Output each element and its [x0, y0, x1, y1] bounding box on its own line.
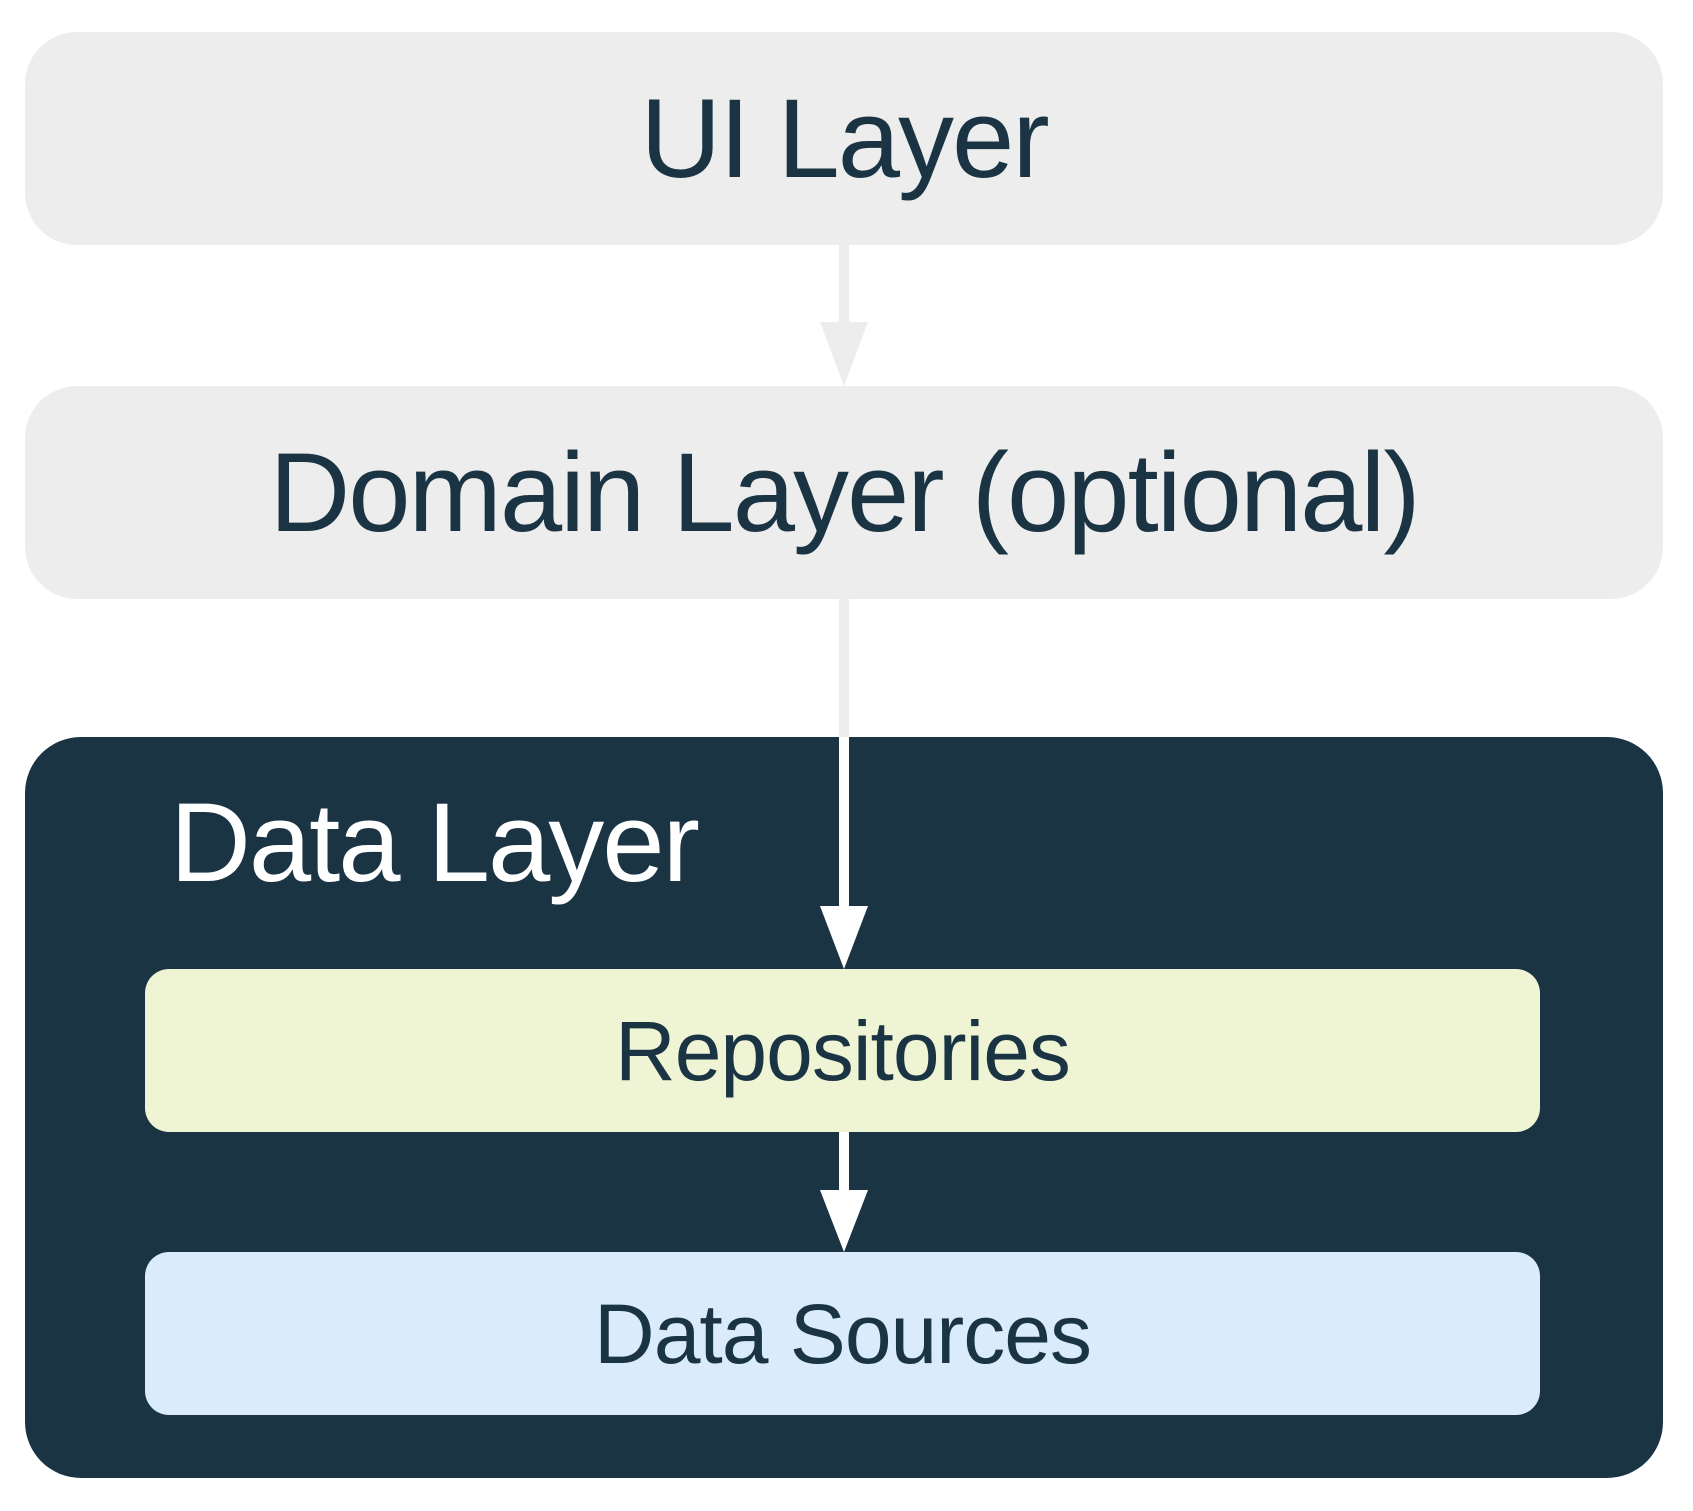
data-sources-box: Data Sources [145, 1252, 1540, 1415]
arrow-down-icon [820, 906, 868, 969]
domain-layer-label: Domain Layer (optional) [269, 429, 1420, 555]
arrow-down-icon [820, 1190, 868, 1252]
data-sources-label: Data Sources [594, 1286, 1092, 1381]
repositories-label: Repositories [615, 1003, 1071, 1098]
domain-layer-box: Domain Layer (optional) [25, 386, 1663, 599]
ui-layer-box: UI Layer [25, 32, 1663, 245]
repositories-box: Repositories [145, 969, 1540, 1132]
arrow-stem [839, 1132, 849, 1190]
arrow-stem [839, 245, 849, 322]
arrow-down-icon [820, 322, 868, 386]
data-layer-box: Data Layer Repositories Data Sources [25, 737, 1663, 1478]
arrow-stem [839, 737, 849, 906]
arrow-stem [839, 599, 849, 737]
ui-layer-label: UI Layer [640, 75, 1049, 201]
data-layer-label: Data Layer [170, 780, 700, 905]
